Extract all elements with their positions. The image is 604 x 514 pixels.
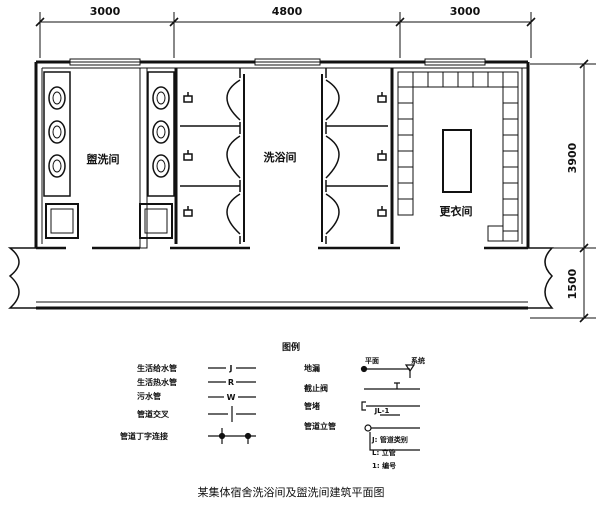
sink-icon [48,86,66,178]
legend-item-label: 管道丁字连接 [120,431,168,441]
legend-riser-tag: JL-1 [374,407,390,415]
legend-mark-w: W [227,393,236,402]
dim-top-3: 3000 [450,5,481,18]
legend-right-symbols [360,364,420,451]
legend-mark-r: R [228,378,234,387]
shower-head-icon [183,92,193,217]
sink-icon [152,86,170,178]
shower-head-icon [377,92,387,217]
legend-floor-drain-system: 系统 [411,356,425,365]
legend-item-label: 管道立管 [304,421,336,431]
legend-floor-drain-plan: 平面 [365,357,379,365]
legend-item-label: 管堵 [304,401,320,411]
room-label-shower: 洗浴间 [264,150,297,164]
washroom-area [43,67,178,249]
right-dimension [530,59,596,323]
shower-area [180,68,394,244]
legend-item-label: 污水管 [137,391,161,401]
room-label-changing: 更衣间 [440,204,473,218]
legend-note: 1: 编号 [372,461,396,470]
dim-right-2: 1500 [566,268,579,299]
legend-item-label: 地漏 [304,363,320,373]
legend-note: L: 立管 [372,448,396,457]
legend-note: J: 管道类别 [371,435,408,444]
legend-item-label: 截止阀 [304,383,328,393]
legend-left-symbols [208,367,256,444]
dim-top-2: 4800 [272,5,303,18]
dim-right-1: 3900 [566,142,579,173]
legend-item-label: 生活给水管 [137,363,177,373]
legend-title: 图例 [282,341,300,353]
legend-mark-j: J [229,364,233,373]
room-label-washroom: 盥洗间 [87,152,120,166]
figure-caption: 某集体宿舍洗浴间及盥洗间建筑平面图 [198,485,385,499]
top-dimension [35,12,536,58]
changing-room-area [397,71,519,242]
dim-top-1: 3000 [90,5,121,18]
building-walls [7,58,554,310]
legend-item-label: 管道交叉 [137,409,170,419]
legend-item-label: 生活热水管 [137,377,177,387]
